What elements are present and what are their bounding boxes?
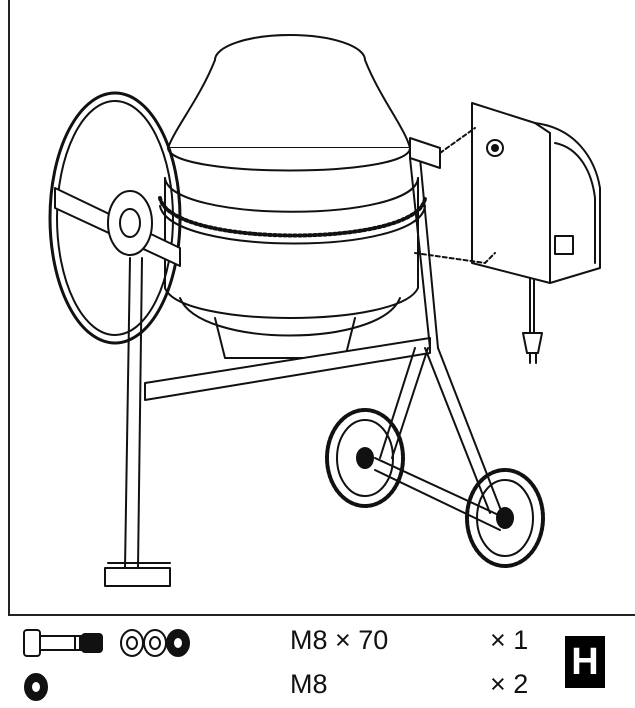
wheel-hub	[107, 190, 153, 256]
part-spec: M8 × 70	[290, 625, 389, 655]
cross-bar	[144, 337, 431, 401]
axle	[374, 457, 506, 531]
mounting-bracket	[409, 137, 441, 169]
wheel-leg-2	[424, 347, 503, 514]
left-foot	[104, 567, 171, 587]
divider-line	[8, 614, 635, 616]
drum-body	[164, 177, 419, 319]
bolt-washer-nut-icon	[23, 629, 190, 657]
left-border	[8, 0, 10, 615]
power-cord	[529, 277, 535, 334]
parts-row: M8 × 2	[0, 664, 635, 708]
switch	[554, 235, 574, 255]
wheel-leg	[379, 347, 429, 459]
rear-frame	[409, 157, 439, 349]
part-spec: M8	[290, 669, 328, 699]
nut-icon	[24, 673, 48, 701]
motor-box	[471, 102, 551, 284]
front-wheel	[325, 408, 405, 508]
plug	[522, 332, 543, 354]
part-quantity: × 2	[490, 669, 529, 699]
drum-cone	[167, 59, 411, 149]
handwheel	[48, 91, 182, 345]
rear-wheel	[465, 468, 545, 568]
left-leg	[124, 257, 143, 569]
part-quantity: × 1	[490, 625, 529, 655]
ring-gear	[158, 196, 427, 238]
concrete-mixer-illustration	[48, 34, 601, 587]
step-badge: H	[565, 636, 605, 688]
parts-list: M8 × 70 × 1 M8 × 2	[0, 616, 635, 708]
parts-row: M8 × 70 × 1	[0, 620, 635, 664]
